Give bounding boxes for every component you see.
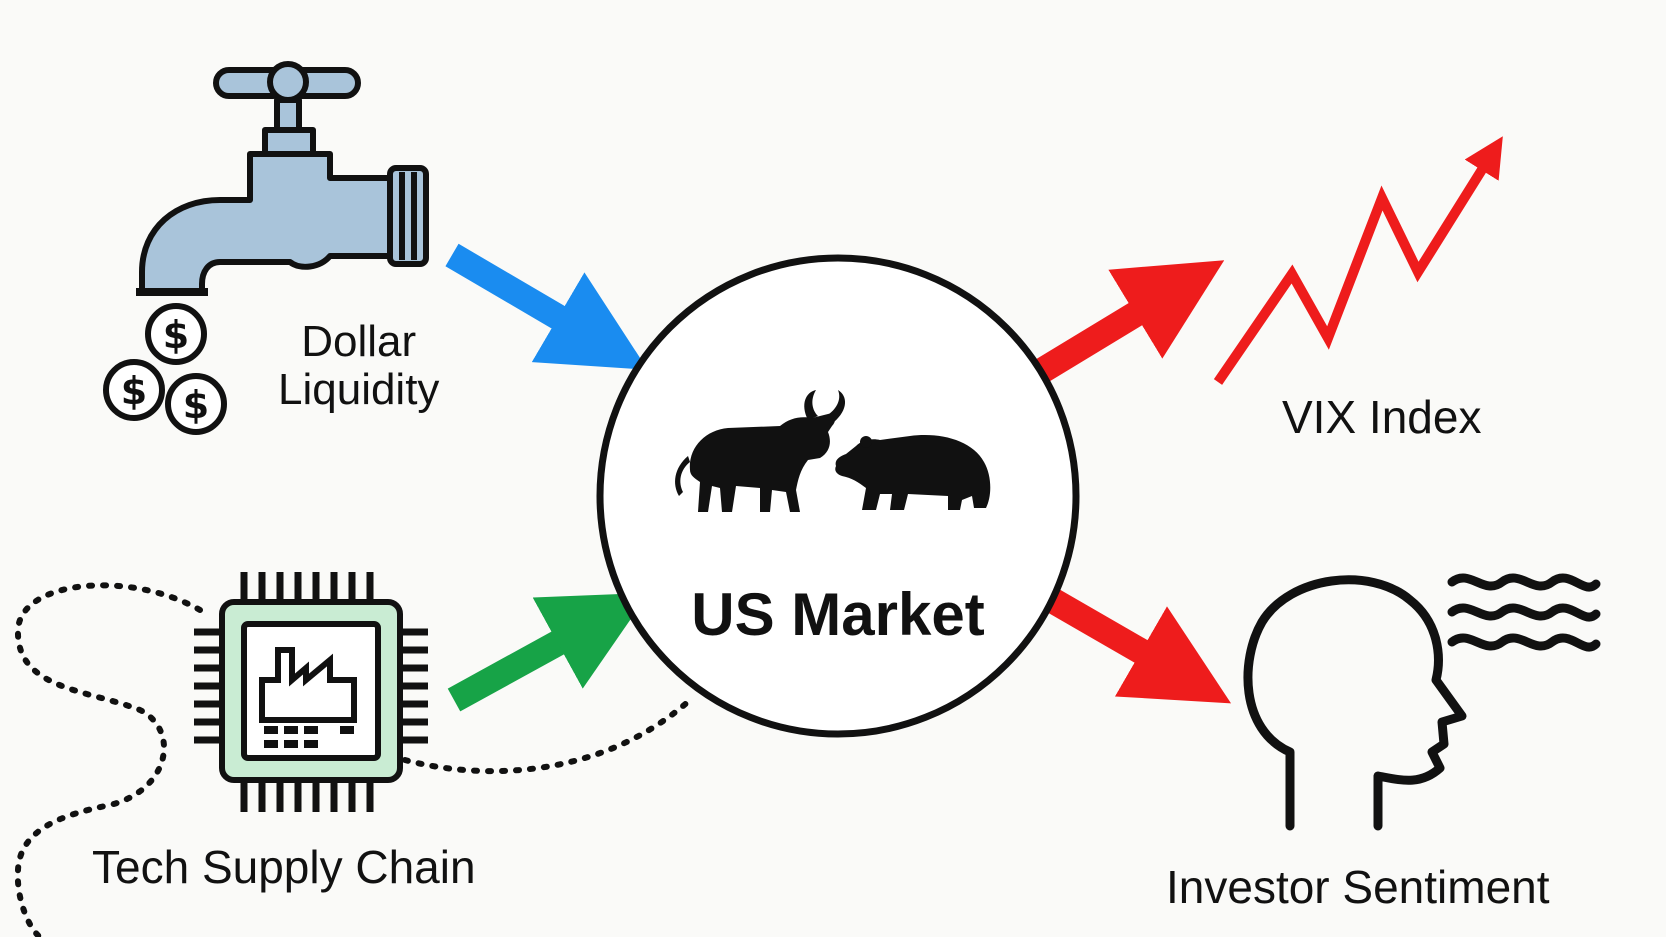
head-profile-icon <box>1243 573 1601 831</box>
us-market-label: US Market <box>691 581 985 648</box>
svg-text:$: $ <box>121 369 147 413</box>
rising-line-icon <box>1213 136 1503 385</box>
dollar-liquidity-label-line-2: Liquidity <box>278 365 440 415</box>
microchip-factory-icon <box>194 572 428 812</box>
dollar-coin-icon: $ $ $ <box>103 303 227 435</box>
dollar-liquidity-label: Dollar Liquidity <box>278 317 440 415</box>
arrow-market-to-sentiment <box>1038 584 1232 704</box>
bull-icon <box>675 390 846 512</box>
arrow-market-to-vix <box>1033 260 1225 384</box>
market-circle <box>596 254 1080 738</box>
investor-sentiment-label: Investor Sentiment <box>1166 861 1550 913</box>
dollar-liquidity-label-line-1: Dollar <box>301 317 417 366</box>
svg-text:$: $ <box>183 383 209 427</box>
tech-supply-chain-label: Tech Supply Chain <box>92 841 476 893</box>
faucet-icon <box>136 61 429 296</box>
bear-icon <box>835 435 991 510</box>
vix-index-label: VIX Index <box>1282 391 1482 443</box>
svg-text:$: $ <box>163 313 189 357</box>
supply-chain-dotted-path-right <box>402 697 693 775</box>
supply-chain-dotted-path <box>14 582 203 937</box>
arrow-tech-to-market <box>447 592 649 712</box>
arrow-dollar-to-market <box>445 243 648 370</box>
